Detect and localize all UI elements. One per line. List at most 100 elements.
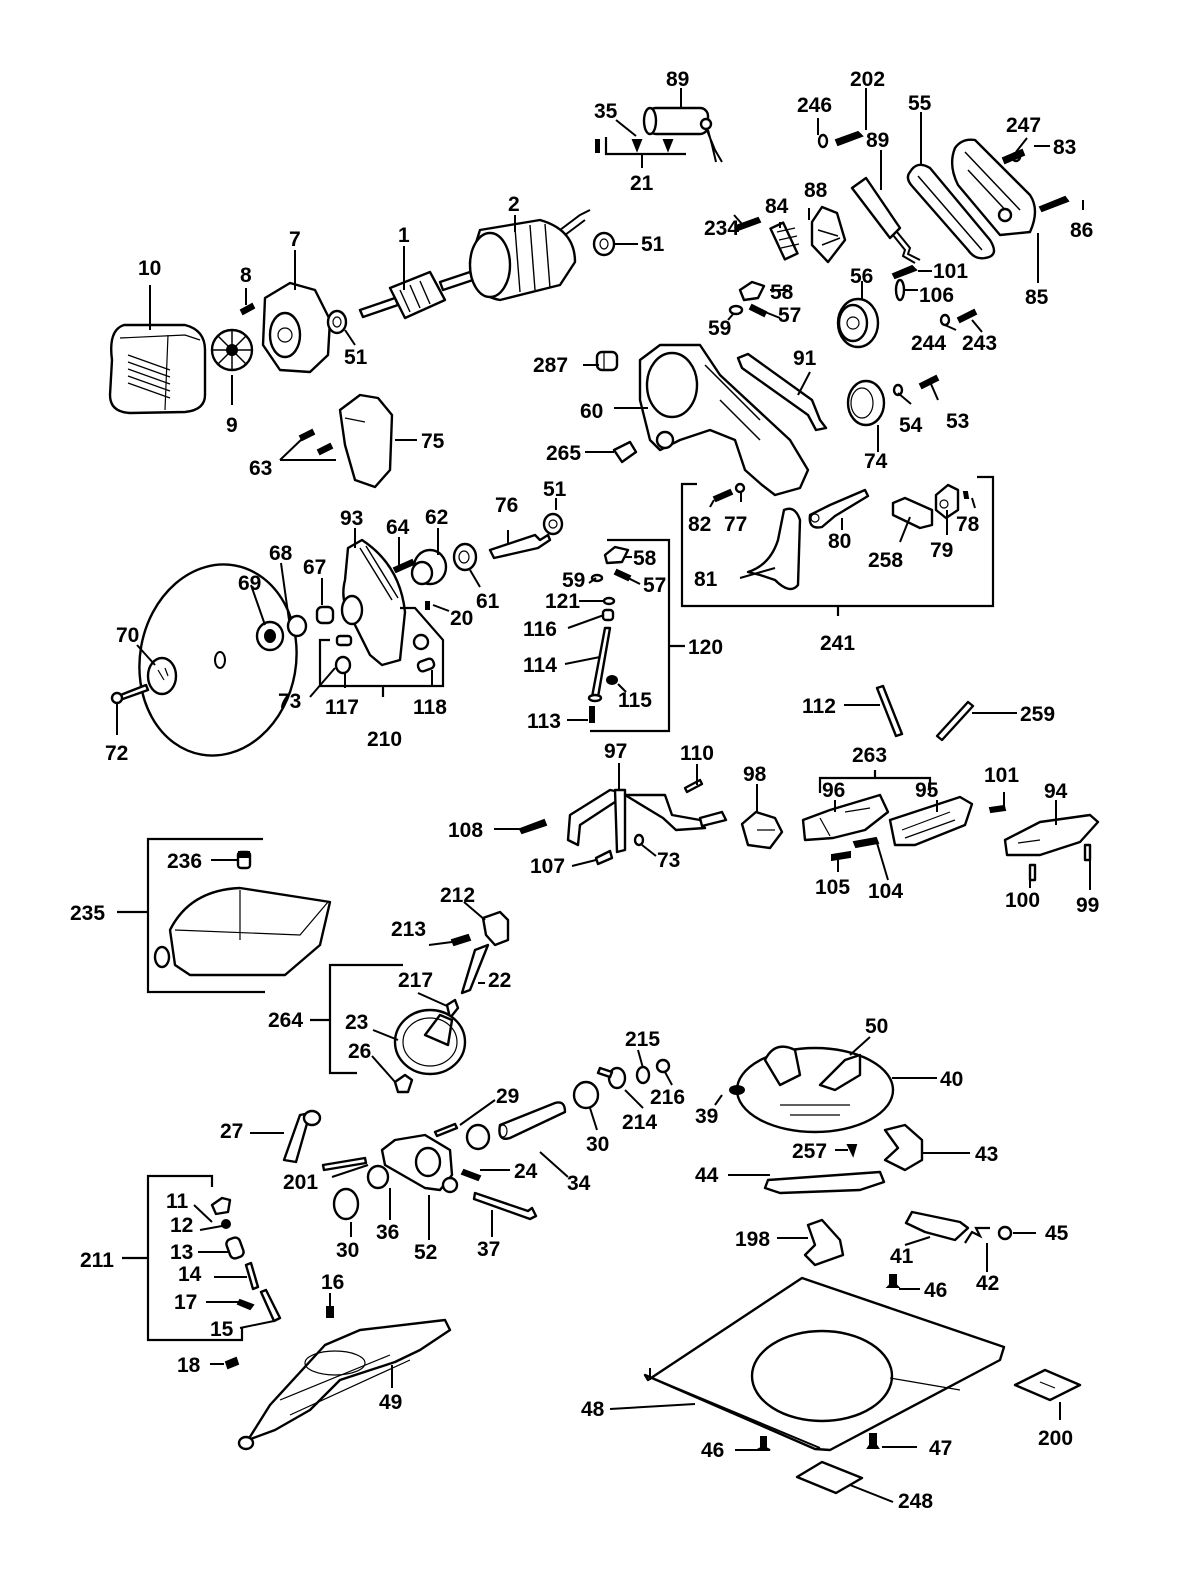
callout-201: 201 <box>283 1171 318 1194</box>
leader-lines <box>116 88 1091 1503</box>
part-bracket-52 <box>380 1133 459 1194</box>
part-screw-47 <box>866 1433 880 1449</box>
callout-64: 64 <box>386 516 410 539</box>
callout-73b: 73 <box>657 849 680 872</box>
callout-70: 70 <box>116 624 139 647</box>
callout-39: 39 <box>695 1105 718 1128</box>
callout-198: 198 <box>735 1228 770 1251</box>
part-bushing-67 <box>315 605 335 625</box>
part-screw-104 <box>852 836 880 849</box>
callout-84: 84 <box>765 195 789 218</box>
part-bracket-21 <box>595 137 686 156</box>
callout-59: 59 <box>708 317 731 340</box>
part-spring-112 <box>875 684 904 738</box>
callout-247: 247 <box>1006 114 1041 137</box>
part-spring-14 <box>244 1261 260 1291</box>
part-washer-39 <box>729 1085 745 1095</box>
callout-107: 107 <box>530 855 565 878</box>
callout-114: 114 <box>523 654 557 677</box>
callout-24: 24 <box>514 1160 538 1183</box>
callout-40: 40 <box>940 1068 963 1091</box>
bracket-211 <box>122 1174 244 1342</box>
part-bolt-72 <box>110 683 150 705</box>
part-tip-107 <box>594 849 614 866</box>
part-label-248 <box>795 1460 864 1495</box>
callout-80: 80 <box>828 530 851 553</box>
callout-15: 15 <box>210 1318 234 1341</box>
callout-81: 81 <box>694 568 718 591</box>
part-label-200 <box>1013 1368 1082 1402</box>
callout-58b: 58 <box>633 547 657 570</box>
part-screw-213 <box>450 933 472 947</box>
callout-27: 27 <box>220 1120 243 1143</box>
callout-59b: 59 <box>562 569 585 592</box>
part-clip-212 <box>481 910 510 947</box>
callout-52: 52 <box>414 1241 437 1264</box>
callout-23: 23 <box>345 1011 368 1034</box>
callout-117: 117 <box>325 696 359 719</box>
part-ball-45 <box>997 1225 1013 1241</box>
callout-246: 246 <box>797 94 832 117</box>
part-flange-70 <box>146 656 178 696</box>
callout-43: 43 <box>975 1143 998 1166</box>
callout-63: 63 <box>249 457 272 480</box>
part-bushing-36 <box>366 1164 390 1190</box>
callout-60: 60 <box>580 400 603 423</box>
part-nut-12 <box>221 1219 231 1229</box>
part-bushing-287 <box>595 350 619 372</box>
callout-9: 9 <box>226 414 238 437</box>
part-knob-79 <box>934 483 960 520</box>
part-pin-201 <box>321 1156 368 1172</box>
callout-12: 12 <box>170 1214 193 1237</box>
part-screw-82 <box>712 488 734 503</box>
part-shaft-34 <box>498 1101 567 1140</box>
callout-72: 72 <box>105 742 128 765</box>
callout-57: 57 <box>778 304 801 327</box>
callout-120: 120 <box>688 636 723 659</box>
part-washer-54 <box>892 383 904 397</box>
part-rod-end-114 <box>587 693 603 703</box>
callout-108: 108 <box>448 819 483 842</box>
callout-79: 79 <box>930 539 953 562</box>
part-cap-116 <box>601 608 615 622</box>
callout-211: 211 <box>80 1249 114 1272</box>
part-screw-234 <box>734 216 762 232</box>
part-washer-246 <box>817 133 829 149</box>
part-dust-bag-235 <box>153 886 332 977</box>
part-shaft-76 <box>488 533 552 560</box>
part-bearing-61 <box>452 542 478 572</box>
callout-74: 74 <box>864 450 888 473</box>
part-knob-58b <box>603 545 630 565</box>
callout-93: 93 <box>340 507 363 530</box>
callout-11: 11 <box>166 1190 189 1213</box>
part-pin-20 <box>425 601 430 610</box>
part-screw-16 <box>326 1306 334 1318</box>
part-fan-9 <box>210 328 254 372</box>
callout-54: 54 <box>899 414 923 437</box>
callout-30b: 30 <box>336 1239 359 1262</box>
callout-76: 76 <box>495 494 518 517</box>
part-housing-95 <box>888 795 974 847</box>
part-bearing-69 <box>255 620 285 652</box>
callout-36: 36 <box>376 1221 399 1244</box>
part-washer-121 <box>602 596 616 606</box>
callout-14: 14 <box>178 1263 202 1286</box>
callout-243: 243 <box>962 332 997 355</box>
callout-241: 241 <box>820 632 855 655</box>
callout-115: 115 <box>618 689 652 712</box>
part-washer-73b <box>633 833 645 847</box>
part-lever-22 <box>460 943 490 995</box>
part-bearing-51-top <box>592 231 616 257</box>
callout-62: 62 <box>425 506 448 529</box>
callout-10: 10 <box>138 257 161 280</box>
part-rod-114 <box>590 626 612 699</box>
callout-85: 85 <box>1025 286 1049 309</box>
part-washer-244 <box>939 313 951 327</box>
bracket-241 <box>680 475 995 616</box>
part-screw-101b <box>988 804 1007 814</box>
part-clip-26 <box>393 1073 414 1094</box>
part-blade-guard-81 <box>746 507 802 591</box>
callout-69: 69 <box>238 572 261 595</box>
callout-42: 42 <box>976 1272 999 1295</box>
